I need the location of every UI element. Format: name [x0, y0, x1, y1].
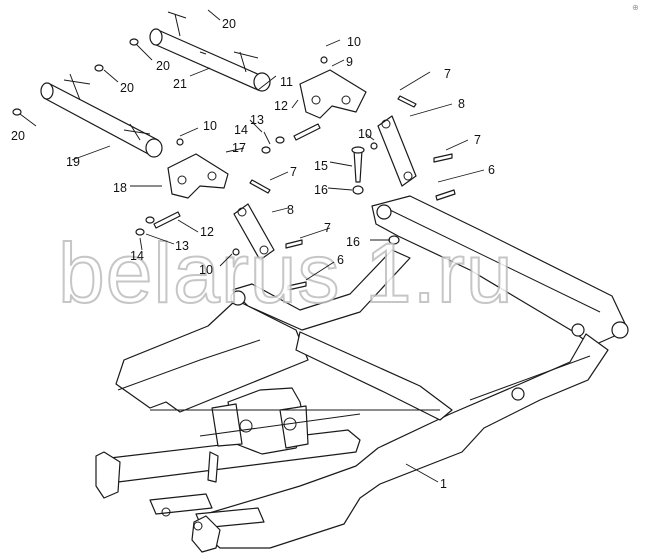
callout-numbers: 20 10 20 9 20 21 11 7 20 12 8 10 14 13 1… [11, 17, 495, 491]
hydraulic-cylinder-19 [40, 73, 163, 158]
callout-13: 13 [250, 113, 264, 127]
bracket-9 [299, 69, 367, 119]
callout-8: 8 [287, 203, 294, 217]
callout-17: 17 [232, 141, 246, 155]
callout-21: 21 [173, 77, 187, 91]
callout-10: 10 [358, 127, 372, 141]
watermark-text: belarus 1.ru [58, 226, 514, 320]
callout-10: 10 [347, 35, 361, 49]
callout-20: 20 [11, 129, 25, 143]
link-8-upper [377, 115, 417, 187]
callout-20: 20 [156, 59, 170, 73]
hydraulic-cylinder-21 [149, 11, 271, 92]
callout-16: 16 [314, 183, 328, 197]
small-hardware [12, 38, 456, 291]
callout-7: 7 [290, 165, 297, 179]
callout-7: 7 [324, 221, 331, 235]
callout-6: 6 [337, 253, 344, 267]
callout-16: 16 [346, 235, 360, 249]
callout-8: 8 [458, 97, 465, 111]
callout-10: 10 [199, 263, 213, 277]
callout-20: 20 [222, 17, 236, 31]
callout-6: 6 [488, 163, 495, 177]
callout-20: 20 [120, 81, 134, 95]
leader-lines [19, 9, 485, 483]
link-8-lower [233, 203, 275, 261]
bracket-17 [167, 153, 229, 199]
callout-9: 9 [346, 55, 353, 69]
corner-mark: ⊕ [632, 3, 639, 12]
callout-7: 7 [444, 67, 451, 81]
callout-15: 15 [314, 159, 328, 173]
callout-14: 14 [130, 249, 144, 263]
callout-19: 19 [66, 155, 80, 169]
callout-7: 7 [474, 133, 481, 147]
callout-18: 18 [113, 181, 127, 195]
callout-12: 12 [274, 99, 288, 113]
callout-1: 1 [440, 477, 447, 491]
callout-12: 12 [200, 225, 214, 239]
main-frame-1 [95, 195, 629, 553]
callout-10: 10 [203, 119, 217, 133]
callout-13: 13 [175, 239, 189, 253]
callout-14: 14 [234, 123, 248, 137]
callout-11: 11 [280, 75, 293, 89]
